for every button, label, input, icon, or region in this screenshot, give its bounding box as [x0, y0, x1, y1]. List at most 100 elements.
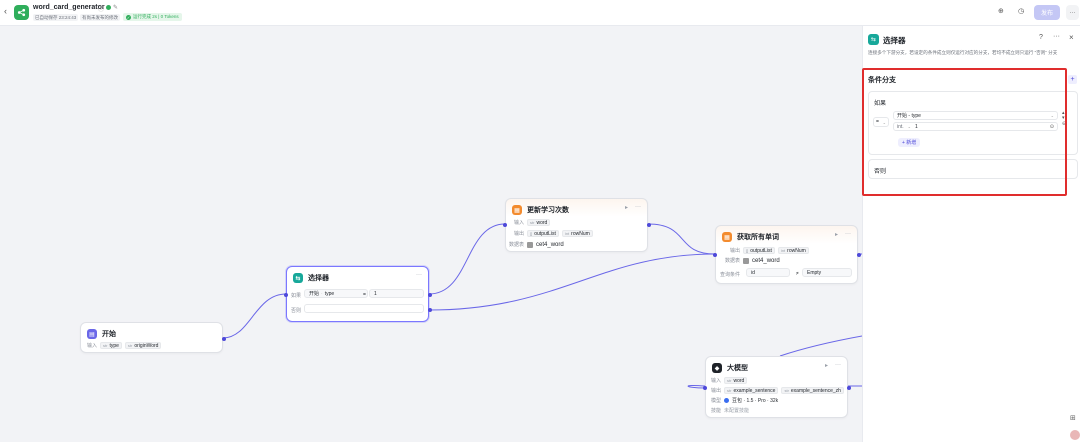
run-icon[interactable]: ▸ [835, 232, 839, 238]
help-icon[interactable]: ? [1039, 34, 1043, 41]
workflow-icon [14, 5, 29, 20]
output-port[interactable] [222, 337, 226, 341]
condition-var-value: 开始 - type [897, 113, 921, 119]
output-port[interactable] [857, 253, 861, 257]
var-name: rowNum [571, 230, 590, 237]
value-text: 1 [915, 123, 918, 130]
table-icon [527, 241, 534, 248]
highlight-box [862, 68, 1067, 196]
if-label: 如果 [291, 293, 302, 299]
add-branch-icon[interactable]: + [1068, 75, 1077, 84]
value-input[interactable]: int. ⌄ 1 ⊙ [893, 122, 1058, 131]
var-name: example_sentence_zh [790, 387, 841, 394]
database-icon: ▦ [722, 232, 732, 242]
else-field [304, 304, 424, 313]
history-icon[interactable]: ◷ [1018, 8, 1025, 15]
chevron-down-icon: ⌄ [882, 119, 886, 125]
if-branch-card: 如果 = ⌄ 开始 - type ⌄ int. ⌄ 1 ⊙ ▴ ▾ ⊖ + 新增 [868, 91, 1078, 155]
move-down-icon[interactable]: ▾ [1062, 115, 1065, 121]
query-value[interactable]: Empty [802, 268, 852, 277]
output-port[interactable] [847, 386, 851, 390]
db-name: cet4_word [752, 257, 780, 264]
output-label: 输出 [514, 231, 525, 237]
var-name: example_sentence [733, 387, 776, 394]
debug-icon[interactable]: ⊕ [998, 8, 1004, 15]
if-output-port[interactable] [428, 293, 432, 297]
db-label: 数据表 [725, 258, 741, 264]
query-label: 查询条件 [720, 272, 741, 278]
operator-value: = [876, 119, 879, 125]
variable-ref-icon[interactable]: ⊙ [1049, 123, 1054, 130]
edge-selector-getwords [428, 253, 716, 311]
more-icon[interactable]: ··· [835, 362, 841, 368]
query-field[interactable]: id [746, 268, 790, 277]
published-status-icon [106, 5, 111, 10]
edge-llm-top [779, 335, 862, 357]
run-icon[interactable]: ▸ [825, 363, 829, 369]
condition-var-select[interactable]: 开始 - type ⌄ [893, 111, 1058, 120]
output-label: 输出 [711, 388, 722, 394]
workflow-title: word_card_generator [33, 4, 105, 11]
edit-icon[interactable]: ✎ [113, 5, 119, 11]
branch-icon: ⇆ [293, 273, 303, 283]
var-tag: []outputList [527, 230, 559, 237]
move-up-icon[interactable]: ▴ [1062, 110, 1065, 116]
output-label: 输出 [730, 248, 741, 254]
run-status-badge: ✓ 运行完成 2s | 0 Tokens [123, 13, 182, 21]
condition-value[interactable]: 1 [369, 289, 424, 298]
node-llm-skill: 技能 未配置技能 [711, 407, 749, 414]
input-label: 输入 [87, 343, 98, 349]
input-port[interactable] [713, 253, 717, 257]
chevron-left-icon[interactable]: ‹ [4, 6, 7, 16]
else-branch-card: 否则 [868, 159, 1078, 179]
more-icon[interactable]: ··· [1053, 33, 1060, 40]
close-icon[interactable]: × [1069, 33, 1074, 42]
add-condition-button[interactable]: + 新增 [898, 138, 921, 147]
var-name: outputList [750, 247, 772, 254]
cond-value-text: 1 [374, 290, 377, 297]
chevron-down-icon: ⌄ [1050, 113, 1054, 118]
else-output-port[interactable] [428, 308, 432, 312]
output-port[interactable] [647, 223, 651, 227]
node-update-db: 数据表 cet4_word [509, 241, 564, 248]
input-port[interactable] [503, 223, 507, 227]
condition-field[interactable]: 开始 · type [304, 289, 368, 298]
node-config-panel: ⇆ 选择器 ? ··· × 连接多个下游分支，若设定的条件成立则仅运行对应的分支… [862, 26, 1080, 442]
more-icon[interactable]: ··· [635, 204, 641, 210]
run-icon[interactable]: ▸ [625, 205, 629, 211]
avatar[interactable] [1070, 430, 1080, 440]
more-button[interactable]: ··· [1066, 5, 1079, 20]
node-selector[interactable]: ⇆ 选择器 ··· 如果 开始 · type = 1 否则 [284, 266, 432, 322]
cond-var: 开始 [309, 291, 320, 297]
remove-icon[interactable]: ⊖ [1062, 121, 1067, 127]
info-icon[interactable]: ⓘ [98, 7, 105, 13]
node-start-title: 开始 [102, 331, 116, 338]
panel-title: 选择器 [883, 36, 906, 45]
more-icon[interactable]: ··· [416, 272, 422, 278]
var-name: word [733, 377, 745, 384]
node-getwords-header: ▦ 获取所有单词 [722, 232, 779, 242]
query-field-text: id [751, 269, 755, 276]
model-name: 豆包 · 1.5 · Pro · 32k [732, 398, 779, 404]
model-icon: ◆ [712, 363, 722, 373]
node-llm-header: ◆ 大模型 [712, 363, 748, 373]
more-icon[interactable]: ··· [845, 231, 851, 237]
node-update-header: ▦ 更新学习次数 [512, 205, 569, 215]
edge-llm-in [687, 384, 706, 389]
grid-icon[interactable]: ⊞ [1070, 415, 1076, 422]
input-port[interactable] [703, 386, 707, 390]
input-port[interactable] [284, 293, 288, 297]
publish-button[interactable]: 发布 [1034, 5, 1060, 20]
operator-select[interactable]: = ⌄ [873, 117, 889, 127]
